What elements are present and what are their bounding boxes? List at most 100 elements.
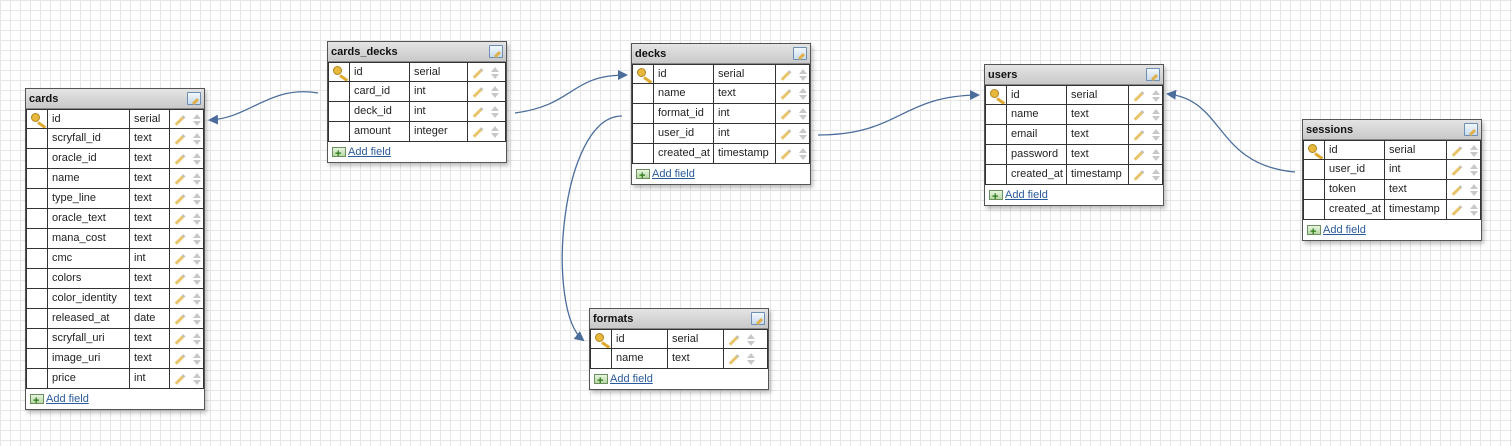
edit-field-pencil-icon[interactable] xyxy=(780,89,792,100)
field-type[interactable]: integer xyxy=(410,122,468,142)
table-title[interactable]: users xyxy=(985,65,1163,85)
field-name[interactable]: deck_id xyxy=(350,102,410,122)
add-field-icon[interactable] xyxy=(594,371,608,391)
field-name[interactable]: password xyxy=(1007,145,1067,165)
reorder-arrows-icon[interactable] xyxy=(1470,204,1478,216)
reorder-arrows-icon[interactable] xyxy=(193,253,201,265)
reorder-arrows-icon[interactable] xyxy=(1152,129,1160,141)
field-type[interactable]: text xyxy=(1067,105,1129,125)
field-type[interactable]: int xyxy=(410,82,468,102)
reorder-arrows-icon[interactable] xyxy=(193,313,201,325)
field-type[interactable]: timestamp xyxy=(1067,165,1129,185)
reorder-arrows-icon[interactable] xyxy=(193,153,201,165)
field-type[interactable]: int xyxy=(130,369,170,389)
edit-field-pencil-icon[interactable] xyxy=(472,127,484,138)
reorder-arrows-icon[interactable] xyxy=(193,233,201,245)
edit-field-pencil-icon[interactable] xyxy=(174,214,186,225)
add-field-icon[interactable] xyxy=(332,144,346,164)
table-title[interactable]: formats xyxy=(590,309,768,329)
reorder-arrows-icon[interactable] xyxy=(193,273,201,285)
field-name[interactable]: oracle_text xyxy=(48,209,130,229)
field-name[interactable]: created_at xyxy=(654,144,714,164)
field-type[interactable]: text xyxy=(1385,180,1447,200)
field-name[interactable]: id xyxy=(48,109,130,129)
add-field-link[interactable]: Add field xyxy=(610,373,653,385)
field-type[interactable]: text xyxy=(1067,145,1129,165)
field-type[interactable]: text xyxy=(130,229,170,249)
edit-field-pencil-icon[interactable] xyxy=(780,149,792,160)
reorder-arrows-icon[interactable] xyxy=(193,373,201,385)
field-type[interactable]: int xyxy=(130,249,170,269)
field-name[interactable]: cmc xyxy=(48,249,130,269)
reorder-arrows-icon[interactable] xyxy=(799,108,807,120)
edit-table-icon[interactable] xyxy=(1146,68,1160,81)
add-field-link[interactable]: Add field xyxy=(652,168,695,180)
field-name[interactable]: price xyxy=(48,369,130,389)
field-type[interactable]: text xyxy=(130,289,170,309)
reorder-arrows-icon[interactable] xyxy=(193,333,201,345)
field-type[interactable]: text xyxy=(714,84,776,104)
add-field-icon[interactable] xyxy=(1307,222,1321,242)
edit-field-pencil-icon[interactable] xyxy=(472,107,484,118)
table-title[interactable]: cards_decks xyxy=(328,42,506,62)
field-type[interactable]: text xyxy=(130,209,170,229)
edit-field-pencil-icon[interactable] xyxy=(174,274,186,285)
field-name[interactable]: type_line xyxy=(48,189,130,209)
reorder-arrows-icon[interactable] xyxy=(799,148,807,160)
field-name[interactable]: created_at xyxy=(1007,165,1067,185)
edit-field-pencil-icon[interactable] xyxy=(174,374,186,385)
edit-field-pencil-icon[interactable] xyxy=(1133,130,1145,141)
table-formats[interactable]: formatsidserialnametextAdd field xyxy=(589,308,769,391)
add-field-link[interactable]: Add field xyxy=(348,146,391,158)
edit-table-icon[interactable] xyxy=(187,92,201,105)
reorder-arrows-icon[interactable] xyxy=(799,128,807,140)
reorder-arrows-icon[interactable] xyxy=(747,353,755,365)
add-field-link[interactable]: Add field xyxy=(1323,224,1366,236)
reorder-arrows-icon[interactable] xyxy=(747,334,755,346)
field-type[interactable]: serial xyxy=(668,329,724,349)
edit-field-pencil-icon[interactable] xyxy=(1451,205,1463,216)
field-name[interactable]: colors xyxy=(48,269,130,289)
field-type[interactable]: text xyxy=(130,349,170,369)
edit-table-icon[interactable] xyxy=(751,312,765,325)
edit-table-icon[interactable] xyxy=(1464,123,1478,136)
reorder-arrows-icon[interactable] xyxy=(1470,164,1478,176)
field-name[interactable]: card_id xyxy=(350,82,410,102)
edit-field-pencil-icon[interactable] xyxy=(728,354,740,365)
field-type[interactable]: serial xyxy=(1067,85,1129,105)
add-field-link[interactable]: Add field xyxy=(46,393,89,405)
edit-field-pencil-icon[interactable] xyxy=(780,129,792,140)
field-name[interactable]: scryfall_uri xyxy=(48,329,130,349)
field-name[interactable]: id xyxy=(612,329,668,349)
reorder-arrows-icon[interactable] xyxy=(799,88,807,100)
edit-field-pencil-icon[interactable] xyxy=(1451,146,1463,157)
edit-field-pencil-icon[interactable] xyxy=(1451,185,1463,196)
field-name[interactable]: id xyxy=(350,62,410,82)
field-name[interactable]: oracle_id xyxy=(48,149,130,169)
edit-field-pencil-icon[interactable] xyxy=(174,254,186,265)
reorder-arrows-icon[interactable] xyxy=(193,353,201,365)
field-name[interactable]: id xyxy=(1007,85,1067,105)
reorder-arrows-icon[interactable] xyxy=(1152,169,1160,181)
reorder-arrows-icon[interactable] xyxy=(491,126,499,138)
field-type[interactable]: text xyxy=(130,269,170,289)
edit-field-pencil-icon[interactable] xyxy=(1133,110,1145,121)
field-type[interactable]: int xyxy=(714,104,776,124)
reorder-arrows-icon[interactable] xyxy=(193,213,201,225)
